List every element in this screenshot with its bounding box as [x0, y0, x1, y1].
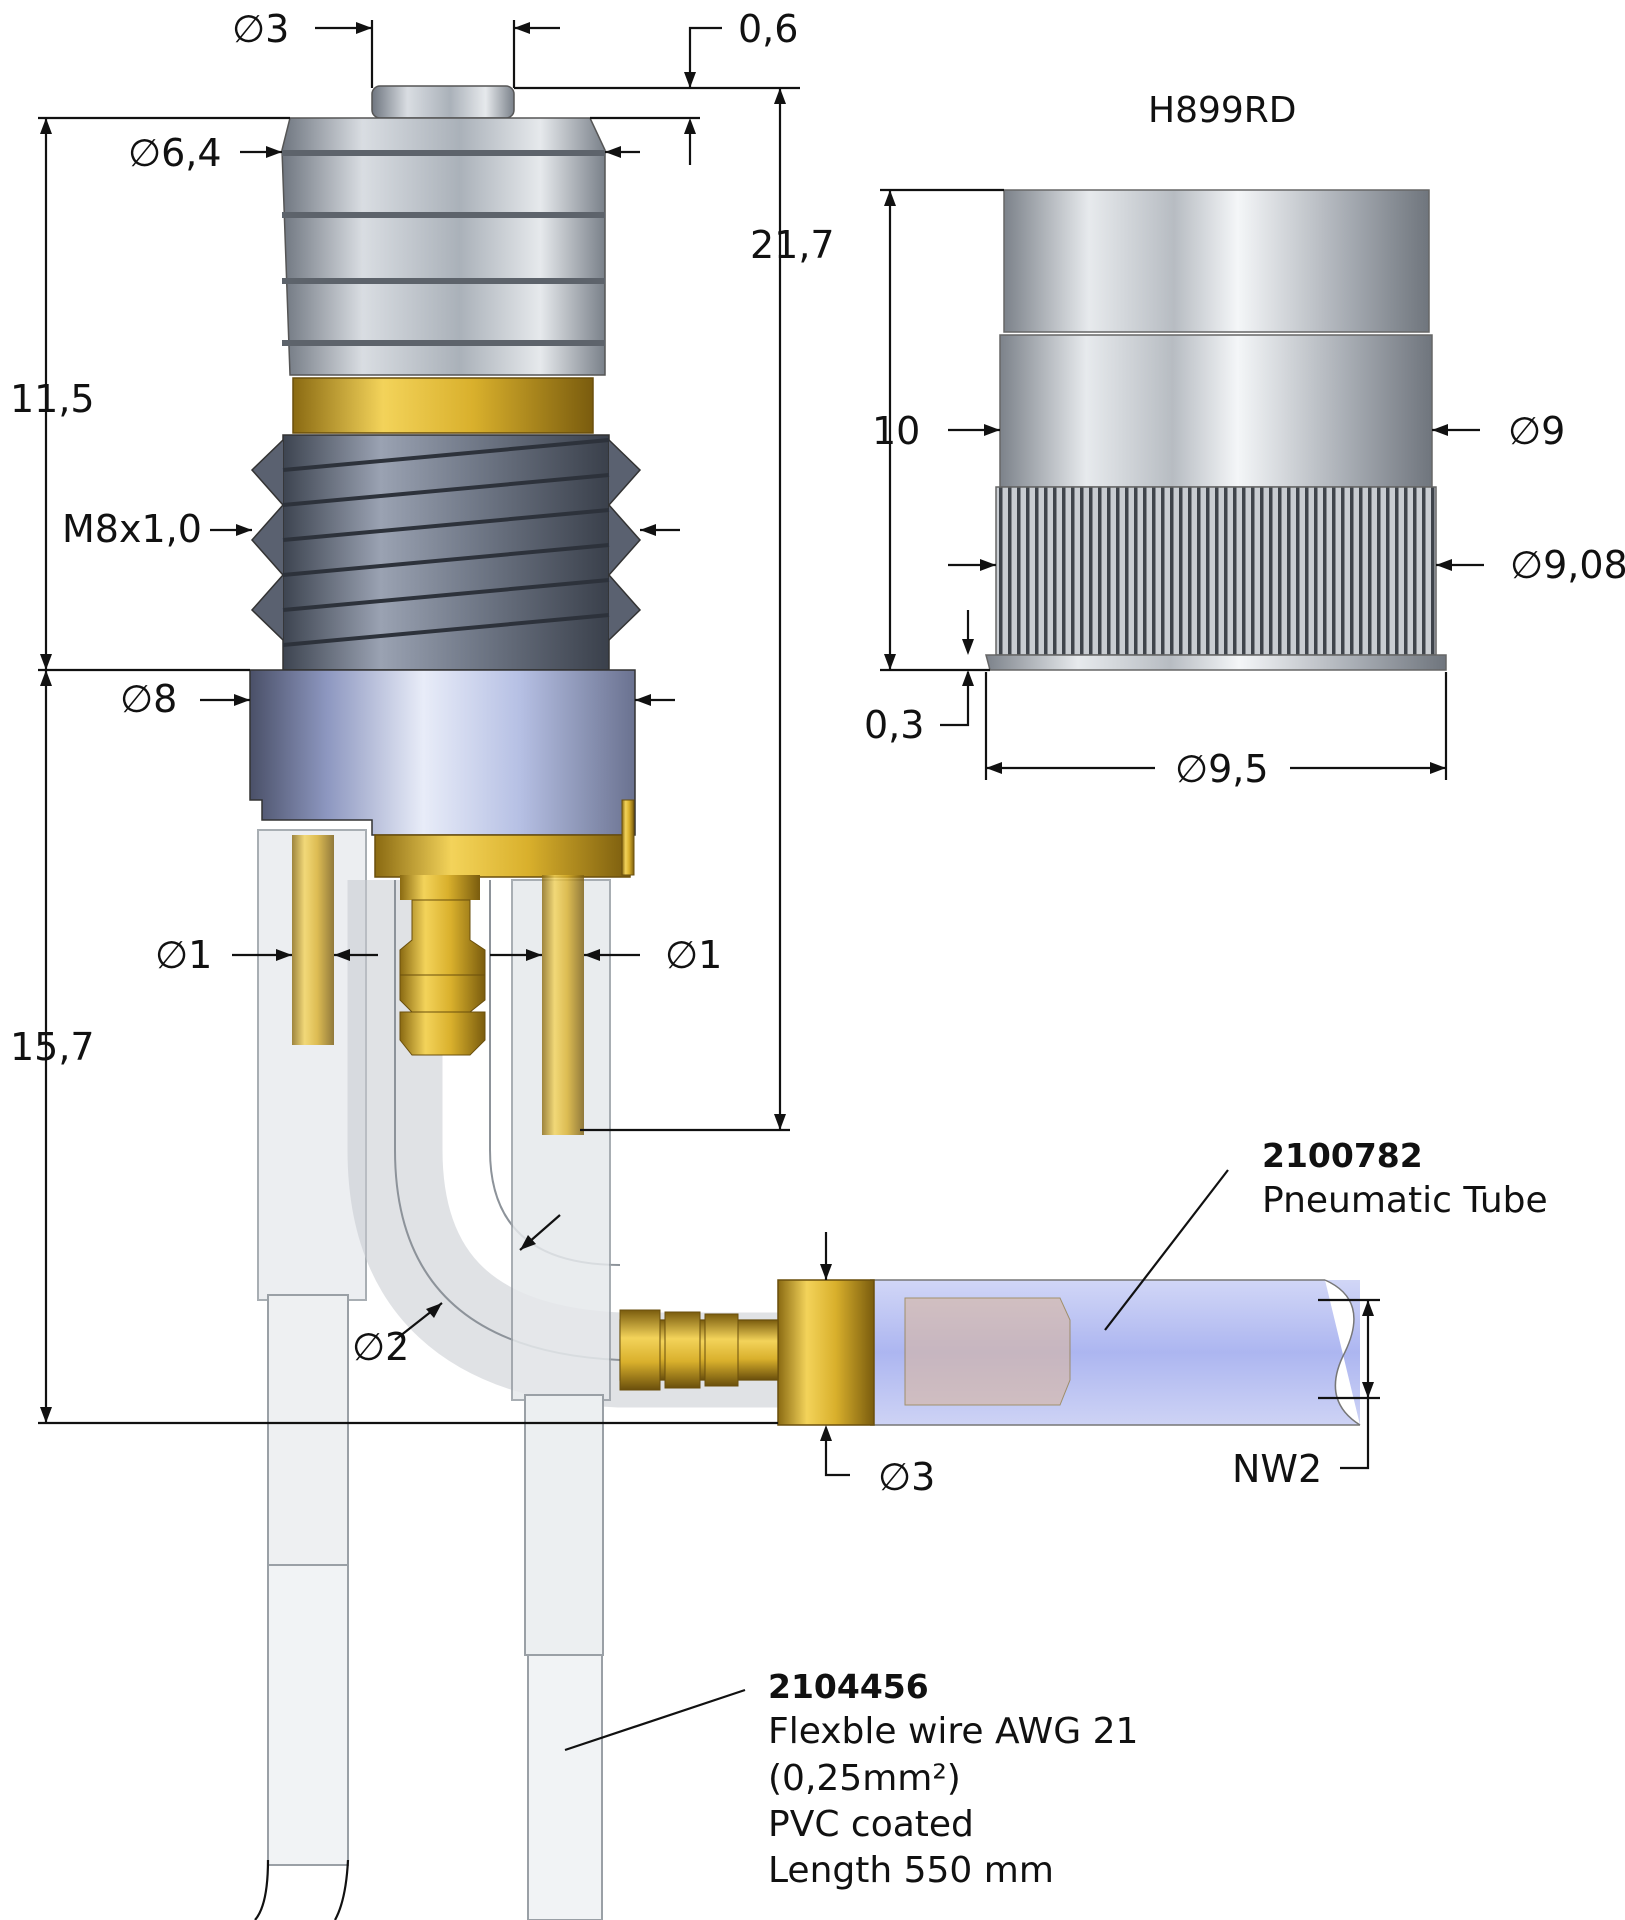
dim-d1-left: ∅1 [155, 933, 212, 977]
wire-line-4: Length 550 mm [768, 1850, 1054, 1891]
tube-part-number: 2100782 [1262, 1136, 1423, 1175]
cap-dim-flange: 0,3 [864, 703, 924, 747]
pneumatic-tube [619, 1279, 1361, 1426]
cap-h899rd [985, 189, 1447, 671]
dim-nw2: NW2 [1232, 1447, 1322, 1491]
dimension-labels: ∅3 0,6 ∅6,4 21,7 11,5 M8x1,0 ∅8 ∅1 ∅1 15… [10, 7, 1322, 1499]
cap-dim-d9-5: ∅9,5 [1175, 747, 1269, 791]
cap-dim-d9: ∅9 [1508, 409, 1565, 453]
dim-d2: ∅2 [352, 1325, 409, 1369]
dim-d8: ∅8 [120, 677, 177, 721]
dim-21-7: 21,7 [750, 223, 835, 267]
dim-d3-bottom: ∅3 [878, 1455, 935, 1499]
callout-tube: 2100782 Pneumatic Tube [1262, 1136, 1548, 1221]
wire-tubes [254, 829, 820, 1920]
dim-gap-0-6: 0,6 [738, 7, 798, 51]
dim-d1-right: ∅1 [665, 933, 722, 977]
tube-description: Pneumatic Tube [1262, 1180, 1548, 1221]
arrowheads [40, 22, 1452, 1441]
cap-title: H899RD [1148, 90, 1297, 131]
dim-thread: M8x1,0 [62, 507, 202, 551]
wire-line-1: Flexble wire AWG 21 [768, 1711, 1138, 1752]
dim-d3-top: ∅3 [232, 7, 289, 51]
wire-part-number: 2104456 [768, 1667, 929, 1706]
cap-dim-height: 10 [872, 409, 920, 453]
cap-dim-d9-08: ∅9,08 [1510, 543, 1625, 587]
dim-15-7: 15,7 [10, 1025, 95, 1069]
callout-wire: 2104456 Flexble wire AWG 21 (0,25mm²) PV… [768, 1667, 1138, 1891]
dim-d6-4: ∅6,4 [128, 131, 222, 175]
cap-labels: H899RD 10 ∅9 ∅9,08 0,3 ∅9,5 [864, 90, 1625, 791]
wire-line-2: (0,25mm²) [768, 1758, 961, 1799]
wire-line-3: PVC coated [768, 1804, 974, 1845]
connector-body [249, 85, 642, 1135]
dim-11-5: 11,5 [10, 377, 95, 421]
thread [250, 434, 642, 671]
